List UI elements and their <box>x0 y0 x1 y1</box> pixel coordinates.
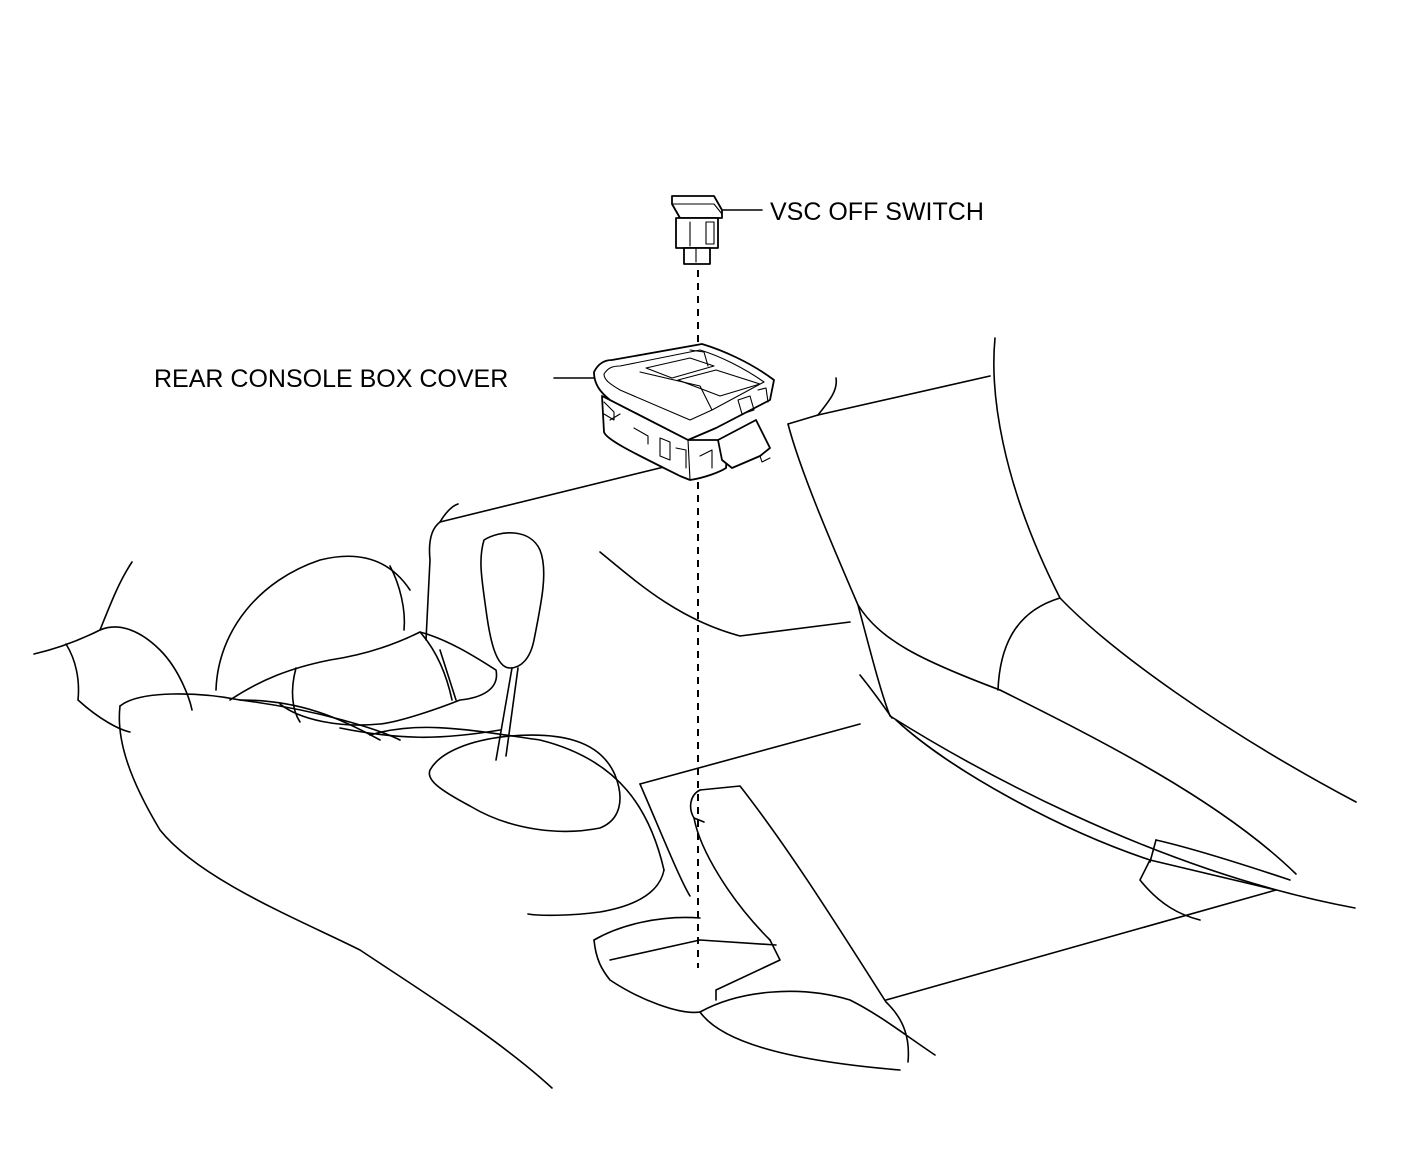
rear-console-box-cover-part <box>593 343 775 481</box>
rear-console-box-cover-callout: REAR CONSOLE BOX COVER <box>154 365 509 393</box>
vsc-off-switch-callout: VSC OFF SWITCH <box>770 198 984 226</box>
center-console-outline <box>33 337 1357 1089</box>
vsc-off-switch-part <box>671 195 723 265</box>
